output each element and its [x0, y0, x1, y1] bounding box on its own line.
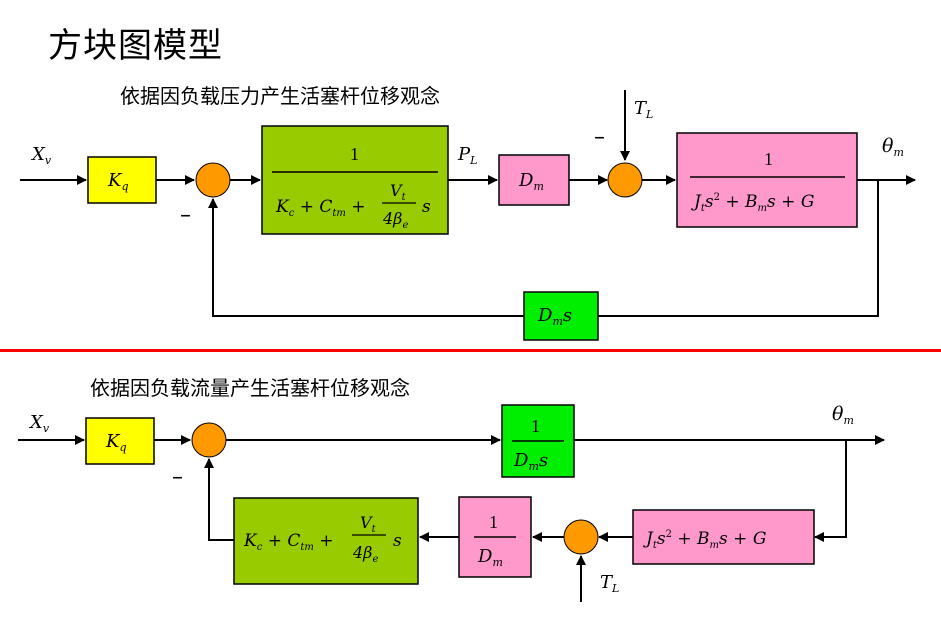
d1-pl-label: PL [457, 144, 477, 167]
diagram1: Xv Kq – 1 Kc + Ctm + Vt 4βe s PL Dm TL – [20, 90, 916, 341]
d2-impedance-expression: Kc + Ctm + [243, 531, 334, 553]
d1-feedback-line-right [598, 180, 879, 317]
d1-summer-2 [607, 162, 643, 198]
d2-impedance-block [233, 497, 419, 585]
d1-feedback-block [523, 291, 599, 341]
d2-mech-expression: Jts2 + Bms + G [643, 529, 766, 551]
d2-s-label: s [393, 531, 402, 551]
d2-4beta-label: 4βe [352, 543, 378, 565]
d2-minus-sign: – [172, 465, 183, 490]
d2-mechanical-block [632, 509, 815, 565]
d1-input-label: Xv [30, 144, 52, 167]
d1-tl-label: TL [634, 98, 653, 121]
d1-s-label: s [422, 197, 431, 217]
d2-kq-block [85, 417, 155, 465]
d1-mech-numerator: 1 [764, 149, 773, 169]
d1-mech-denominator: Jts2 + Bms + G [691, 192, 814, 214]
separator-line [0, 349, 941, 352]
page-title: 方块图模型 [48, 26, 223, 66]
diagram2: Xv Kq – 1 Dms θm Jts2 + Bms + G TL 1 Dm [18, 403, 885, 602]
d1-mechanical-block [676, 132, 858, 228]
d1-pressure-denominator: Kc + Ctm + [275, 197, 366, 219]
d2-tl-label: TL [600, 572, 619, 595]
d1-output-label: θm [882, 135, 904, 159]
d1-pressure-block [261, 125, 449, 235]
d1-4beta-label: 4βe [382, 209, 408, 231]
d2-feedback-line [204, 458, 234, 541]
d1-minus-sign-1: – [180, 203, 191, 228]
d2-return-line [814, 440, 847, 542]
d1-pressure-numerator: 1 [350, 144, 359, 164]
d2-integrator-numerator: 1 [531, 416, 540, 436]
diagram1-subtitle: 依据因负载压力产生活塞杆位移观念 [120, 84, 440, 108]
d2-inv-dm-numerator: 1 [489, 512, 498, 532]
d1-summer-1 [195, 162, 231, 198]
diagram2-subtitle: 依据因负载流量产生活塞杆位移观念 [90, 376, 410, 400]
d2-summer-2 [563, 519, 599, 555]
d2-summer-1 [191, 422, 227, 458]
d1-minus-sign-2: – [594, 125, 605, 150]
d2-input-label: Xv [28, 412, 50, 435]
d1-feedback-line-left [208, 198, 524, 317]
d2-output-label: θm [832, 403, 854, 427]
d2-integrator-denominator: Dms [513, 450, 548, 473]
d1-feedback-label: Dms [537, 305, 572, 328]
